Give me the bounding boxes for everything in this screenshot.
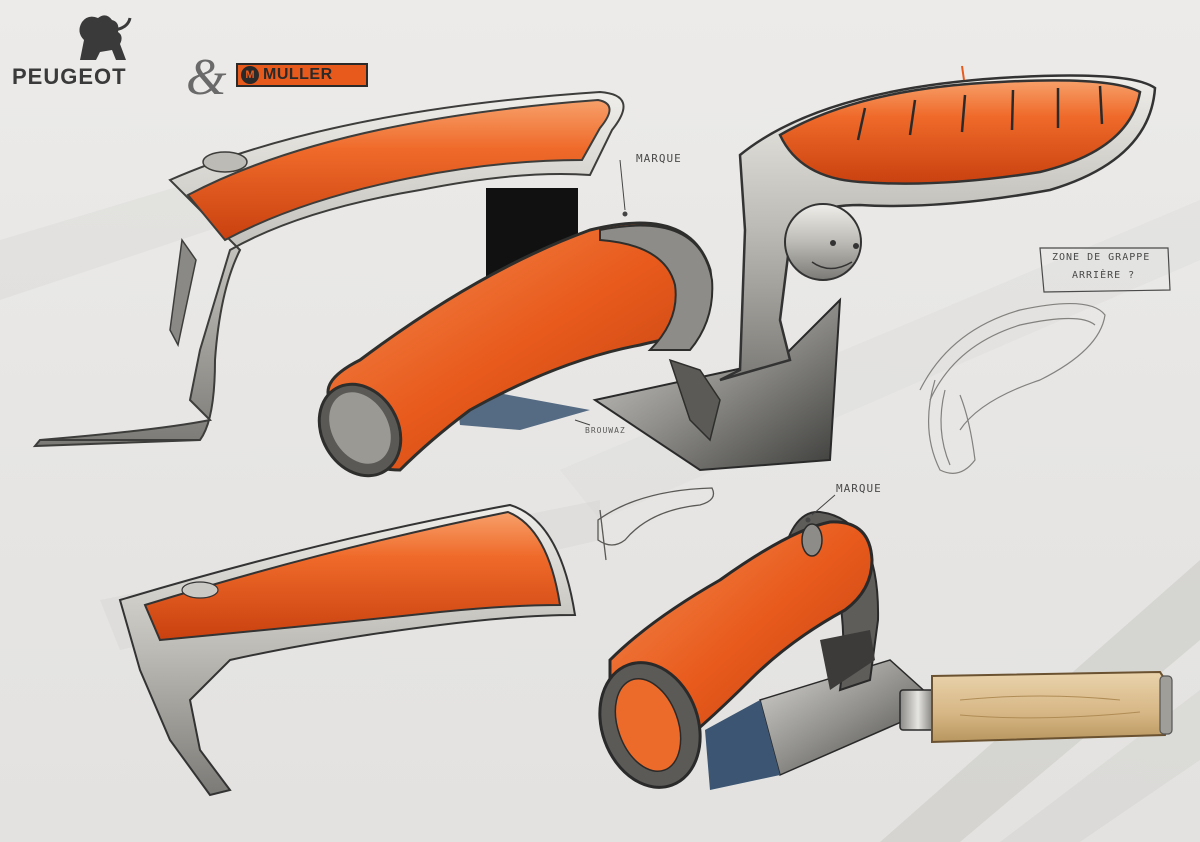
brand-muller-text: MULLER — [263, 66, 333, 83]
brand-logo: PEUGEOT & M MULLER — [8, 8, 378, 106]
muller-badge: M MULLER — [236, 63, 368, 87]
note-line-2: ARRIÈRE ? — [1072, 270, 1136, 281]
pencil-sketch-handle — [919, 303, 1106, 474]
sketch-top-left-trowel — [32, 90, 625, 448]
lion-rampant-icon — [79, 15, 132, 60]
brand-ampersand: & — [186, 49, 227, 106]
sketch-top-right-handle — [719, 65, 1157, 382]
note-box — [1039, 247, 1171, 293]
artist-signature: BROUWAZ — [585, 426, 626, 435]
sketch-bottom-right-trowel — [598, 510, 1173, 790]
label-marque-top: MARQUE — [636, 152, 682, 165]
muller-mark-icon: M — [241, 66, 259, 84]
sketch-center-handle-3d — [317, 221, 842, 478]
label-marque-bottom: MARQUE — [836, 482, 882, 495]
sketch-bottom-left-trowel — [118, 503, 577, 797]
pencil-sketch-small-handle — [597, 487, 715, 561]
note-line-1: ZONE DE GRAPPE — [1052, 252, 1151, 263]
callout-lines — [619, 159, 836, 523]
brand-peugeot-text: PEUGEOT — [12, 64, 127, 89]
